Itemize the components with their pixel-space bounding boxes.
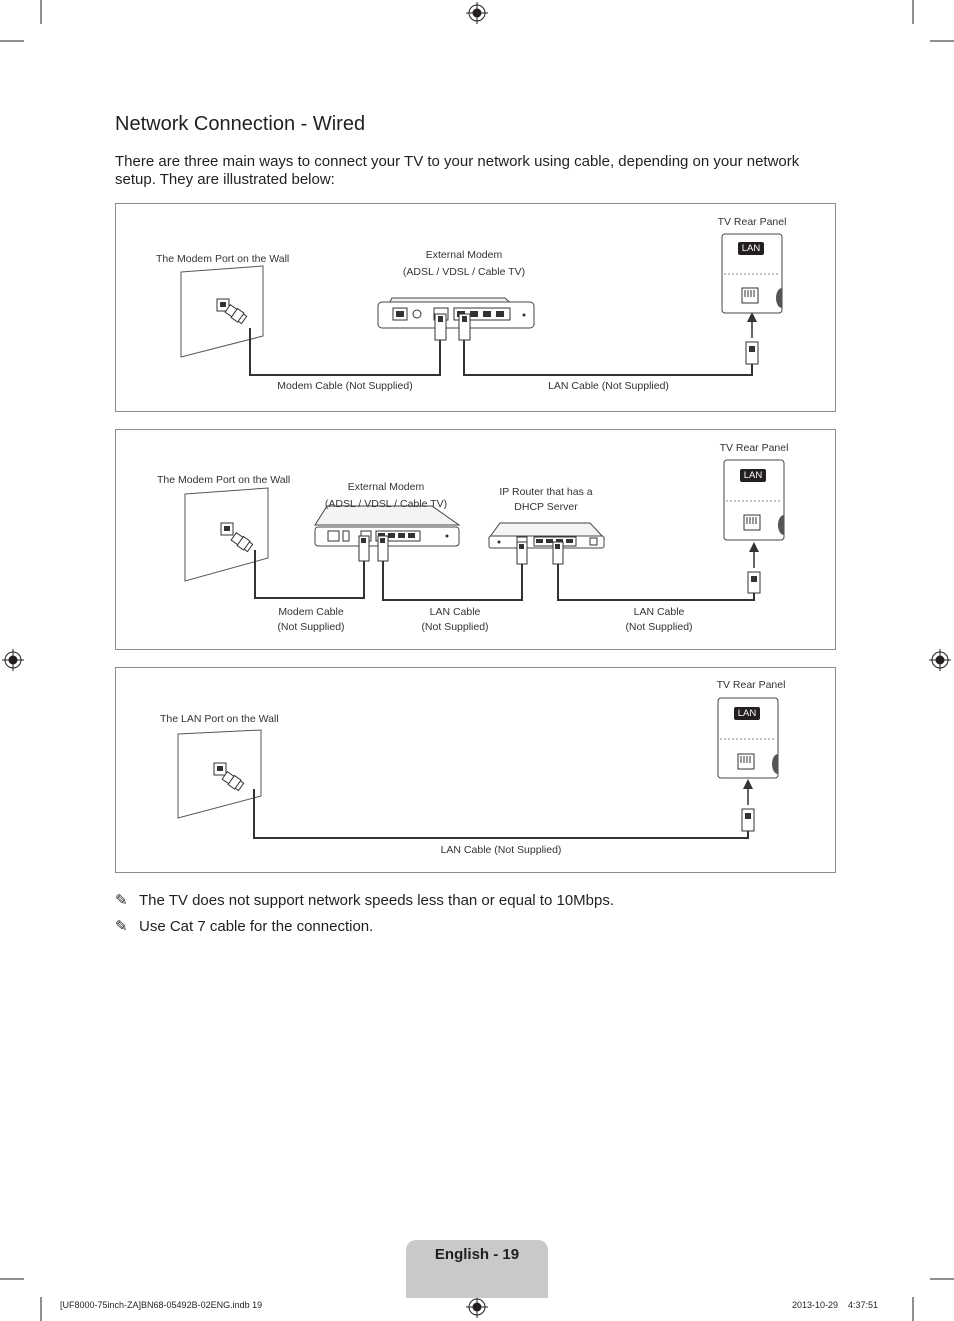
lan-cable <box>253 789 749 839</box>
diagram-wall-lan: The LAN Port on the Wall TV Rear Panel L… <box>115 667 836 873</box>
lan-cable-a-label-line1: LAN Cable <box>429 606 481 618</box>
wall-port-label: The Modem Port on the Wall <box>157 474 291 486</box>
modem-label-line1: External Modem <box>347 481 425 493</box>
registration-mark-icon <box>929 649 951 671</box>
diagram-modem-router-art <box>184 459 785 601</box>
lan-cable-modem-router <box>382 561 523 601</box>
cable-plug <box>230 532 254 553</box>
note-speed: ✎ The TV does not support network speeds … <box>115 891 614 909</box>
wall-port-label: The Modem Port on the Wall <box>156 253 290 265</box>
tv-rear-panel-label: TV Rear Panel <box>719 442 789 454</box>
arrow-icon <box>747 312 757 322</box>
lan-port-icon <box>743 514 761 531</box>
note-speed-text: The TV does not support network speeds l… <box>139 892 615 909</box>
lan-badge: LAN <box>737 708 757 719</box>
registration-mark-icon <box>466 1296 488 1318</box>
tv-rear-panel-label: TV Rear Panel <box>716 679 786 691</box>
page-number-tab <box>406 1240 548 1298</box>
pencil-note-icon: ✎ <box>115 918 128 935</box>
lan-cable <box>463 340 753 376</box>
print-timestamp: 2013-10-29 4:37:51 <box>792 1300 879 1310</box>
intro-paragraph: There are three main ways to connect you… <box>115 153 800 188</box>
tv-rear-panel <box>717 697 779 779</box>
lan-cable-b-label-line1: LAN Cable <box>633 606 685 618</box>
modem-cable-label: Modem Cable (Not Supplied) <box>277 380 413 392</box>
lan-cable-b-label-line2: (Not Supplied) <box>625 621 693 633</box>
lan-cable-label: LAN Cable (Not Supplied) <box>440 844 562 856</box>
wall-port-label: The LAN Port on the Wall <box>160 713 279 725</box>
registration-mark-icon <box>2 649 24 671</box>
lan-cable-label: LAN Cable (Not Supplied) <box>548 380 669 392</box>
page-title: Network Connection - Wired <box>115 113 366 135</box>
modem-cable-label-line1: Modem Cable <box>278 606 344 618</box>
lan-cable-router-tv <box>557 564 755 601</box>
note-cable-text: Use Cat 7 cable for the connection. <box>139 918 374 935</box>
router-label-line1: IP Router that has a <box>499 486 593 498</box>
lan-badge: LAN <box>743 470 763 481</box>
arrow-icon <box>749 542 759 552</box>
note-cable: ✎ Use Cat 7 cable for the connection. <box>115 917 373 935</box>
modem-label-line2: (ADSL / VDSL / Cable TV) <box>402 266 526 278</box>
cable-plug <box>221 771 245 792</box>
router-label-line2: DHCP Server <box>514 501 578 513</box>
cable-plug <box>224 304 248 325</box>
lan-port-icon <box>737 753 755 770</box>
lan-port-icon <box>741 287 759 304</box>
lan-cable-a-label-line2: (Not Supplied) <box>421 621 489 633</box>
registration-mark-icon <box>466 2 488 24</box>
tv-rear-panel-label: TV Rear Panel <box>717 216 787 228</box>
modem-cable-label-line2: (Not Supplied) <box>277 621 345 633</box>
page-number-label: English - 19 <box>434 1246 520 1263</box>
modem-label-line2: (ADSL / VDSL / Cable TV) <box>324 498 448 510</box>
diagram-modem-direct-art <box>180 233 783 376</box>
modem-cable <box>254 550 365 599</box>
diagram-wall-lan-art <box>177 697 779 839</box>
pencil-note-icon: ✎ <box>115 892 128 909</box>
diagram-modem-router: The Modem Port on the Wall External Mode… <box>115 429 836 650</box>
lan-badge: LAN <box>741 243 761 254</box>
tv-rear-panel <box>723 459 785 541</box>
modem-cable <box>249 328 441 376</box>
modem-label-line1: External Modem <box>425 249 503 261</box>
file-slug: [UF8000-75inch-ZA]BN68-05492B-02ENG.indb… <box>60 1300 263 1310</box>
diagram-modem-direct: The Modem Port on the Wall External Mode… <box>115 203 836 412</box>
arrow-icon <box>743 779 753 789</box>
external-modem <box>314 505 461 526</box>
